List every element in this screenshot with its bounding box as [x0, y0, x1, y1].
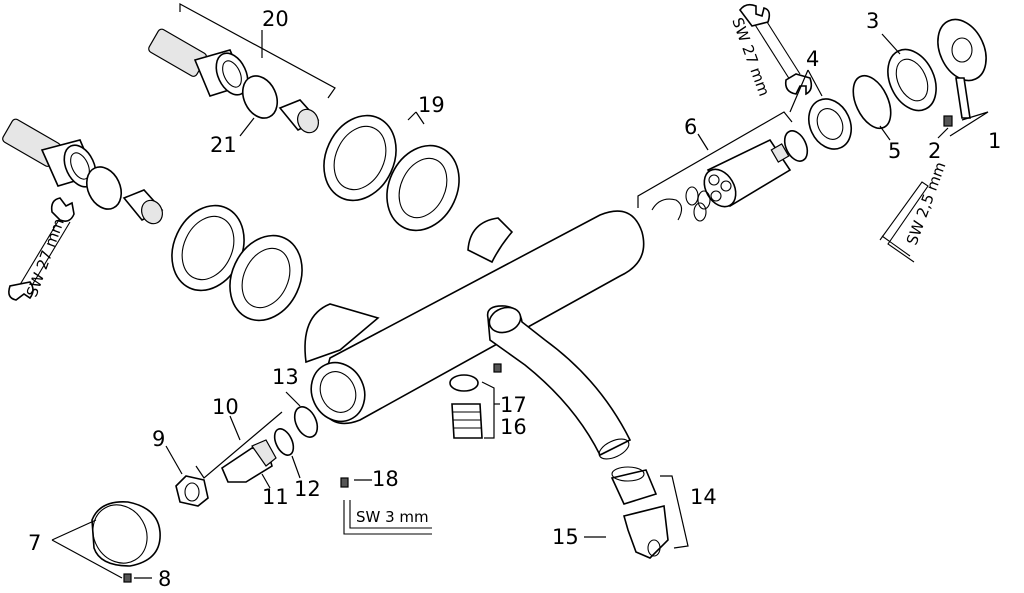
label-5: 5: [888, 139, 901, 163]
aerator-14: [610, 466, 658, 505]
label-13: 13: [272, 365, 299, 389]
mixer-body: [304, 210, 645, 460]
adapter-ring: [783, 130, 809, 162]
cartridge: [703, 138, 792, 208]
hex-key-label-right: SW 2,5 mm: [903, 159, 950, 247]
hex-key-icon-right: [879, 181, 929, 263]
check-valve-upper: [278, 99, 320, 134]
o-ring-12: [273, 428, 295, 456]
o-ring-17: [449, 374, 479, 392]
lever-handle-1: [937, 18, 987, 119]
grub-screw-2: [943, 115, 953, 127]
bonnet-nut-9: [175, 475, 209, 507]
spindle-cartridge-11: [221, 439, 277, 483]
hex-key-icon-bottom: [343, 500, 432, 535]
label-3: 3: [866, 9, 879, 33]
part-number-labels: 1 2 3 4 5 6 7 8 9 10 11 12 13 14 15 16 1…: [28, 7, 1001, 591]
label-11: 11: [262, 485, 289, 509]
wrench-label-right: SW 27 mm: [728, 15, 773, 98]
insert-16: [451, 403, 483, 439]
bonnet-nut-4: [808, 98, 852, 150]
label-21: 21: [210, 133, 237, 157]
escutcheon-lower-pair: [171, 204, 303, 322]
o-ring-5: [852, 74, 892, 130]
wrench-icon-left: [8, 197, 75, 301]
label-7: 7: [28, 531, 41, 555]
label-4: 4: [806, 47, 819, 71]
grub-screw-18: [340, 477, 349, 488]
label-8: 8: [158, 567, 171, 589]
o-ring-21: [241, 75, 279, 119]
label-6: 6: [684, 115, 697, 139]
label-19: 19: [418, 93, 445, 117]
label-14: 14: [690, 485, 717, 509]
label-18: 18: [372, 467, 399, 491]
label-15: 15: [552, 525, 579, 549]
wrench-icon-right: [738, 3, 813, 96]
hex-key-label-bottom: SW 3 mm: [356, 508, 429, 526]
escutcheon-upper-pair: [323, 114, 460, 232]
o-ring-13: [293, 406, 319, 438]
wrench-label-left: SW 27 mm: [23, 216, 68, 299]
label-10: 10: [212, 395, 239, 419]
label-1: 1: [988, 129, 1001, 153]
grub-screw-17: [493, 363, 502, 373]
grub-screw-8: [123, 573, 132, 583]
flow-restrictor-15: [623, 505, 669, 559]
inlet-connector-upper: [148, 28, 249, 97]
cartridge-seals: [651, 186, 711, 222]
label-9: 9: [152, 427, 165, 451]
o-ring-lower: [85, 166, 123, 210]
label-17: 17: [500, 393, 527, 417]
label-20: 20: [262, 7, 289, 31]
label-16: 16: [500, 415, 527, 439]
handle-base-3: [887, 48, 937, 112]
cap-7: [91, 501, 161, 567]
check-valve-lower: [122, 189, 164, 225]
leader-lines: [51, 2, 989, 579]
label-12: 12: [294, 477, 321, 501]
label-2: 2: [928, 139, 941, 163]
